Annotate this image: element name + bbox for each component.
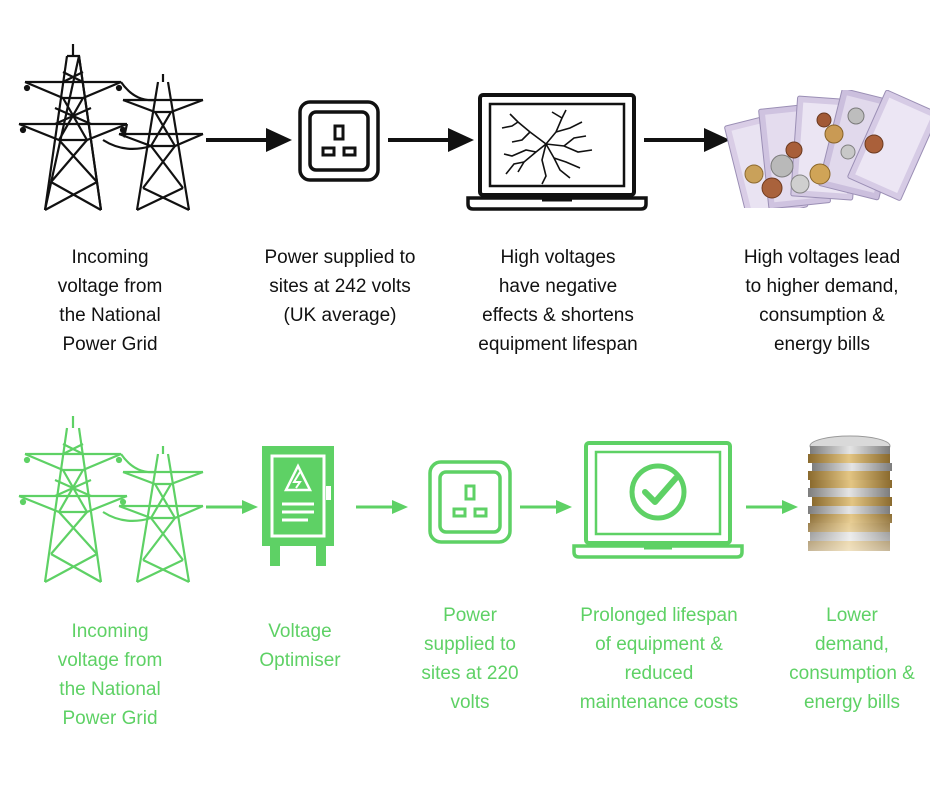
arrow-icon <box>356 500 408 514</box>
arrow-icon <box>520 500 572 514</box>
step-label: Power supplied to sites at 242 volts (UK… <box>264 247 416 326</box>
banknotes-and-coins-icon <box>724 90 930 208</box>
power-pylons-icon <box>18 416 204 583</box>
coin-stack-icon <box>804 435 896 588</box>
arrow-icon <box>388 128 474 152</box>
power-socket-icon <box>298 100 380 182</box>
power-socket-icon <box>428 460 512 544</box>
step-label: Incoming voltage from the National Power… <box>57 247 163 355</box>
step-label: Prolonged lifespan of equipment & reduce… <box>579 605 739 713</box>
step-label: Incoming voltage from the National Power… <box>57 621 163 729</box>
arrow-icon <box>644 128 730 152</box>
cracked-laptop-icon <box>466 93 648 211</box>
step-label: Voltage Optimiser <box>259 621 341 671</box>
step-label: High voltages have negative effects & sh… <box>478 247 638 355</box>
arrow-icon <box>746 500 798 514</box>
laptop-checkmark-icon <box>572 441 744 559</box>
power-pylons-icon <box>18 44 204 211</box>
arrow-icon <box>206 500 258 514</box>
step-label: Lower demand, consumption & energy bills <box>789 605 915 713</box>
step-label: Power supplied to sites at 220 volts <box>421 605 519 713</box>
voltage-optimiser-cabinet-icon <box>262 446 334 566</box>
step-label: High voltages lead to higher demand, con… <box>743 247 901 355</box>
arrow-icon <box>206 128 292 152</box>
